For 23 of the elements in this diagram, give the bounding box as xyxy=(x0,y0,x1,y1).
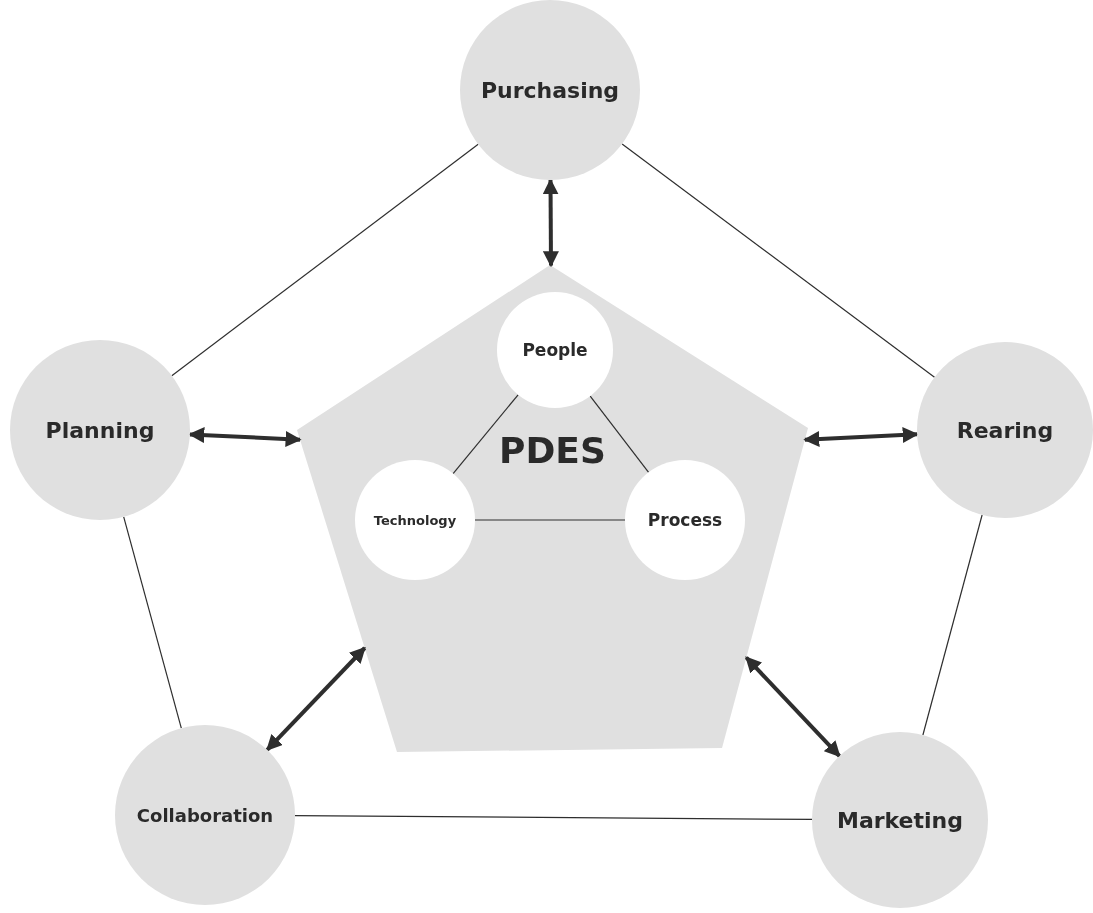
double-arrow xyxy=(188,427,302,447)
connector-line xyxy=(123,516,182,729)
double-arrow xyxy=(542,178,559,268)
connector-line xyxy=(171,143,479,377)
node-label: Marketing xyxy=(837,807,963,833)
double-arrow xyxy=(803,427,919,447)
connector-line xyxy=(474,519,626,521)
connector-line xyxy=(589,395,650,473)
node-label: People xyxy=(522,340,588,360)
connector-line xyxy=(294,815,813,820)
connector-line xyxy=(922,514,983,736)
node-label: Technology xyxy=(373,512,457,528)
double-arrow xyxy=(744,656,841,758)
center-title: PDES xyxy=(498,428,607,472)
node-label: Purchasing xyxy=(480,77,620,103)
connector-line xyxy=(621,143,936,378)
connector-line xyxy=(452,394,519,475)
pentagon-node xyxy=(297,265,808,752)
node-label: Rearing xyxy=(956,417,1054,443)
node-label: Process xyxy=(647,510,723,530)
double-arrow xyxy=(265,646,367,752)
node-label: Collaboration xyxy=(136,804,274,826)
node-label: Planning xyxy=(45,417,155,443)
